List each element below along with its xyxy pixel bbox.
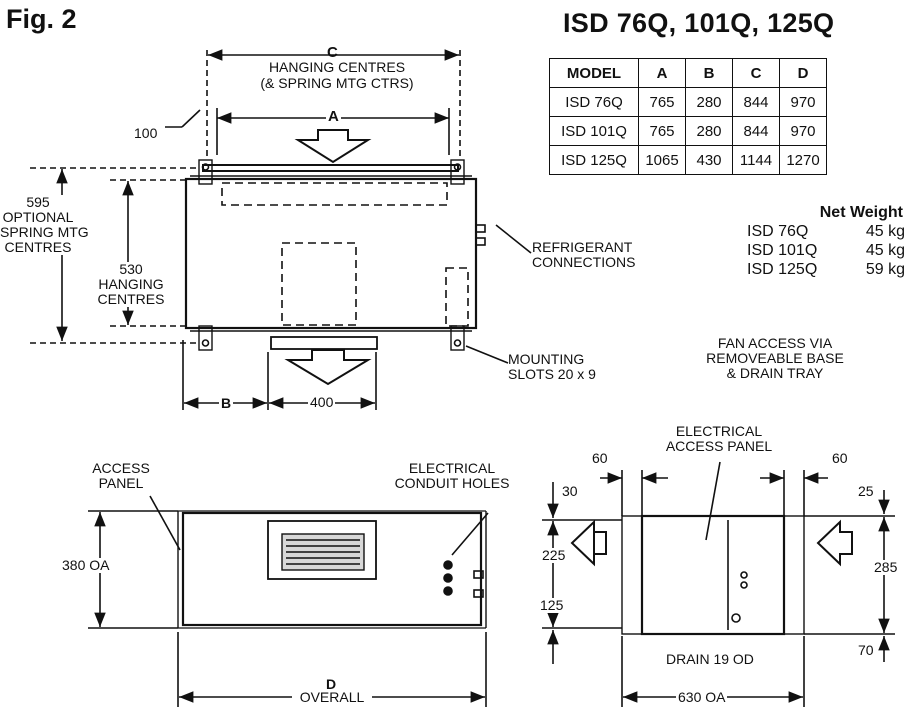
net-weight-value: 59 kg <box>865 261 905 278</box>
top-view <box>30 49 532 410</box>
cell-a: 1065 <box>638 145 686 175</box>
net-weight-value: 45 kg <box>865 223 905 240</box>
header-model: MODEL <box>549 58 639 88</box>
dim-595-block: 595 OPTIONAL SPRING MTG CENTRES <box>0 194 89 255</box>
fan-access-line: FAN ACCESS VIA <box>717 335 833 351</box>
conduit-block: ELECTRICAL CONDUIT HOLES <box>382 461 522 491</box>
table-row: ISD 101Q 765 280 844 970 <box>549 116 827 146</box>
mounting-label: MOUNTING <box>508 351 585 367</box>
dim-a-label: A <box>326 108 341 125</box>
refrigerant-label: REFRIGERANT <box>532 239 633 255</box>
dim-380-label: 380 OA <box>60 557 112 573</box>
fan-access-line: REMOVEABLE BASE <box>706 350 844 366</box>
dim-125-label: 125 <box>539 597 565 613</box>
dim-25-label: 25 <box>858 483 874 499</box>
cell-a: 765 <box>638 116 686 146</box>
dim-400-label: 400 <box>308 394 336 410</box>
connections-label: CONNECTIONS <box>532 254 636 270</box>
centres-label: CENTRES <box>97 291 165 307</box>
net-weight-model: ISD 125Q <box>747 261 818 278</box>
dimension-table: MODEL A B C D ISD 76Q 765 280 844 970 IS… <box>549 58 827 175</box>
table-row: ISD 76Q 765 280 844 970 <box>549 87 827 117</box>
net-weight-model: ISD 101Q <box>747 242 818 259</box>
hanging-centres-label: HANGING CENTRES <box>268 59 406 75</box>
dim-b-label: B <box>219 395 234 411</box>
overall-label: OVERALL <box>292 690 372 705</box>
net-weight-heading: Net Weight <box>819 204 903 221</box>
cell-model: ISD 76Q <box>549 87 639 117</box>
cell-c: 844 <box>732 116 780 146</box>
dim-70-label: 70 <box>858 642 874 658</box>
electrical-label: ELECTRICAL <box>675 423 763 439</box>
figure-label: Fig. 2 <box>6 4 77 34</box>
net-weight-row: ISD 125Q 59 kg <box>747 260 907 279</box>
cell-d: 970 <box>779 87 827 117</box>
cell-a: 765 <box>638 87 686 117</box>
net-weight-row: ISD 101Q 45 kg <box>747 241 907 260</box>
access-label: ACCESS <box>92 460 150 476</box>
dim-630-label: 630 OA <box>676 689 728 705</box>
panel-label: PANEL <box>98 475 144 491</box>
dim-100-label: 100 <box>134 125 158 141</box>
side-view <box>542 461 895 707</box>
dim-c-label: C <box>327 44 338 61</box>
table-row: ISD 125Q 1065 430 1144 1270 <box>549 145 827 175</box>
cell-c: 1144 <box>732 145 780 175</box>
conduit-label: CONDUIT HOLES <box>394 475 510 491</box>
dim-d-label: D <box>326 676 337 692</box>
dim-30-label: 30 <box>562 483 578 499</box>
dim-530-block: 530 HANGING CENTRES <box>82 262 180 307</box>
header-d: D <box>779 58 827 88</box>
dim-530-label: 530 <box>119 261 143 277</box>
net-weight-row: ISD 76Q 45 kg <box>747 222 907 241</box>
access-panel-label: ACCESS PANEL <box>665 438 773 454</box>
cell-d: 970 <box>779 116 827 146</box>
cell-b: 280 <box>685 87 733 117</box>
electrical-label: ELECTRICAL <box>408 460 496 476</box>
spring-mtg-label: SPRING MTG <box>0 224 89 240</box>
hanging-label: HANGING <box>98 276 164 292</box>
dim-595-label: 595 <box>26 194 50 210</box>
cell-d: 1270 <box>779 145 827 175</box>
electrical-access-block: ELECTRICAL ACCESS PANEL <box>664 424 774 454</box>
optional-label: OPTIONAL <box>2 209 74 225</box>
access-panel-block: ACCESS PANEL <box>86 461 156 491</box>
net-weight-value: 45 kg <box>865 242 905 259</box>
dim-60-right-label: 60 <box>832 450 848 466</box>
cell-model: ISD 125Q <box>549 145 639 175</box>
fan-access-block: FAN ACCESS VIA REMOVEABLE BASE & DRAIN T… <box>700 336 850 381</box>
table-header-row: MODEL A B C D <box>549 58 827 88</box>
cell-b: 280 <box>685 116 733 146</box>
front-view <box>88 495 489 707</box>
cell-model: ISD 101Q <box>549 116 639 146</box>
centres-label: CENTRES <box>4 239 72 255</box>
slots-label: SLOTS 20 x 9 <box>508 366 596 382</box>
page-title: ISD 76Q, 101Q, 125Q <box>563 8 835 38</box>
net-weight: Net Weight ISD 76Q 45 kg ISD 101Q 45 kg … <box>747 203 907 279</box>
drain-label: DRAIN 19 OD <box>666 651 754 667</box>
net-weight-model: ISD 76Q <box>747 223 809 240</box>
fan-access-line: & DRAIN TRAY <box>726 365 824 381</box>
dim-285-label: 285 <box>873 559 899 575</box>
dim-60-left-label: 60 <box>592 450 608 466</box>
dim-225-label: 225 <box>541 547 567 563</box>
refrigerant-block: REFRIGERANT CONNECTIONS <box>532 240 635 270</box>
spring-centres-label: (& SPRING MTG CTRS) <box>260 75 414 91</box>
mounting-block: MOUNTING SLOTS 20 x 9 <box>508 352 596 382</box>
